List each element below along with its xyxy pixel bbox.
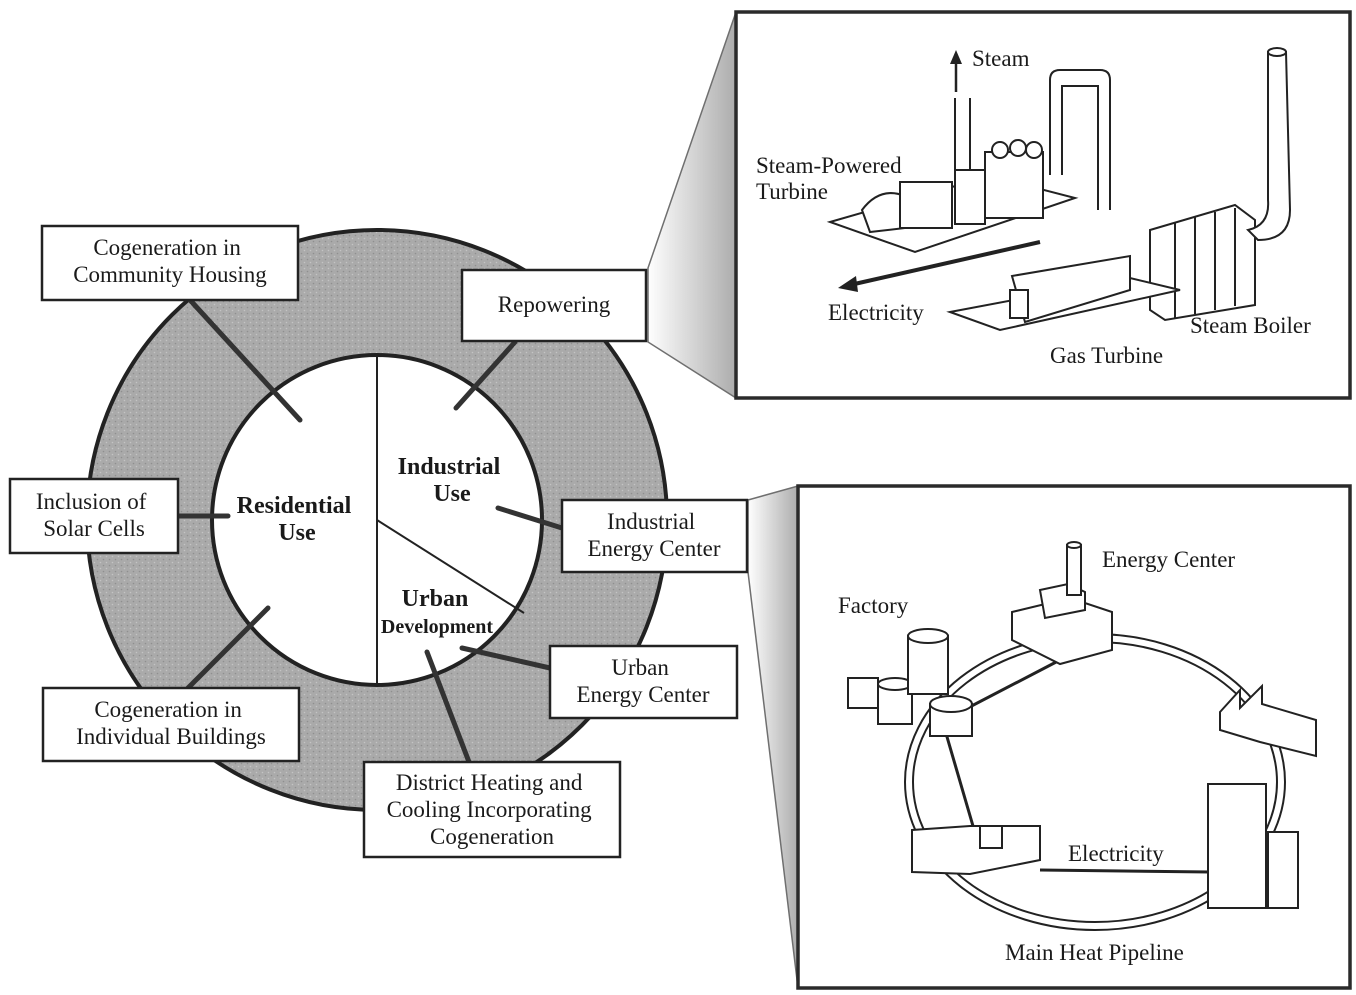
sector-divider-diagonal xyxy=(376,519,525,614)
svg-text:Industrial Energy Center: Industrial Energy Center xyxy=(587,509,720,561)
label-main-heat-pipeline: Main Heat Pipeline xyxy=(1005,940,1184,965)
box-industrial-energy-center: Industrial Energy Center xyxy=(560,498,749,574)
sector-urban: Urban Development xyxy=(381,586,494,638)
label-electricity-repowering: Electricity xyxy=(828,300,924,325)
sector-residential: Residential Use xyxy=(237,493,358,546)
svg-text:Cogeneration in Communit: Cogeneration in Community Housing xyxy=(73,235,267,287)
label-electricity-energy-center: Electricity xyxy=(1068,841,1164,866)
electricity-arrow xyxy=(849,240,1041,287)
connector-urban-energy xyxy=(459,645,553,671)
electricity-arrowhead xyxy=(838,276,858,292)
connector-community-housing xyxy=(187,297,303,423)
svg-text:Urban Energy Center: Urban Energy Center xyxy=(576,655,709,707)
connector-industrial-energy xyxy=(495,505,565,531)
connector-lines xyxy=(175,297,565,765)
svg-text:District Heating and Coo: District Heating and Cooling Incorporati… xyxy=(387,770,598,849)
svg-text:Repowering: Repowering xyxy=(498,292,611,317)
sector-industrial: Industrial Use xyxy=(398,454,507,507)
connector-individual-buildings xyxy=(185,605,271,691)
energy-center-detail-panel: Energy Center Factory Electricity Main H… xyxy=(796,484,1352,990)
energy-center-zoom-wedge xyxy=(747,485,799,989)
steam-arrowhead xyxy=(950,50,962,64)
box-district-heating: District Heating and Cooling Incorporati… xyxy=(362,760,622,859)
label-factory: Factory xyxy=(838,593,909,618)
box-solar-cells: Inclusion of Solar Cells xyxy=(8,477,180,555)
box-repowering: Repowering xyxy=(460,268,648,343)
label-steam-turbine: Steam-Powered Turbine xyxy=(756,153,907,204)
connector-district-heating xyxy=(424,649,472,765)
box-urban-energy-center: Urban Energy Center xyxy=(548,644,739,720)
repowering-zoom-wedge xyxy=(647,11,737,400)
box-community-housing: Cogeneration in Community Housing xyxy=(40,224,300,302)
label-gas-turbine: Gas Turbine xyxy=(1050,343,1163,368)
svg-text:Inclusion of Solar Cells: Inclusion of Solar Cells xyxy=(36,489,152,541)
steam-turbine-illustration xyxy=(826,47,1292,332)
connector-repowering xyxy=(453,339,518,411)
label-steam: Steam xyxy=(972,46,1030,71)
label-steam-boiler: Steam Boiler xyxy=(1190,313,1311,338)
svg-text:Cogeneration in Individu: Cogeneration in Individual Buildings xyxy=(76,697,266,749)
energy-center-illustrations xyxy=(847,541,1317,909)
repowering-detail-panel: Steam Steam-Powered Turbine Electricity … xyxy=(734,10,1352,400)
label-energy-center: Energy Center xyxy=(1102,547,1235,572)
box-individual-buildings: Cogeneration in Individual Buildings xyxy=(41,686,301,763)
